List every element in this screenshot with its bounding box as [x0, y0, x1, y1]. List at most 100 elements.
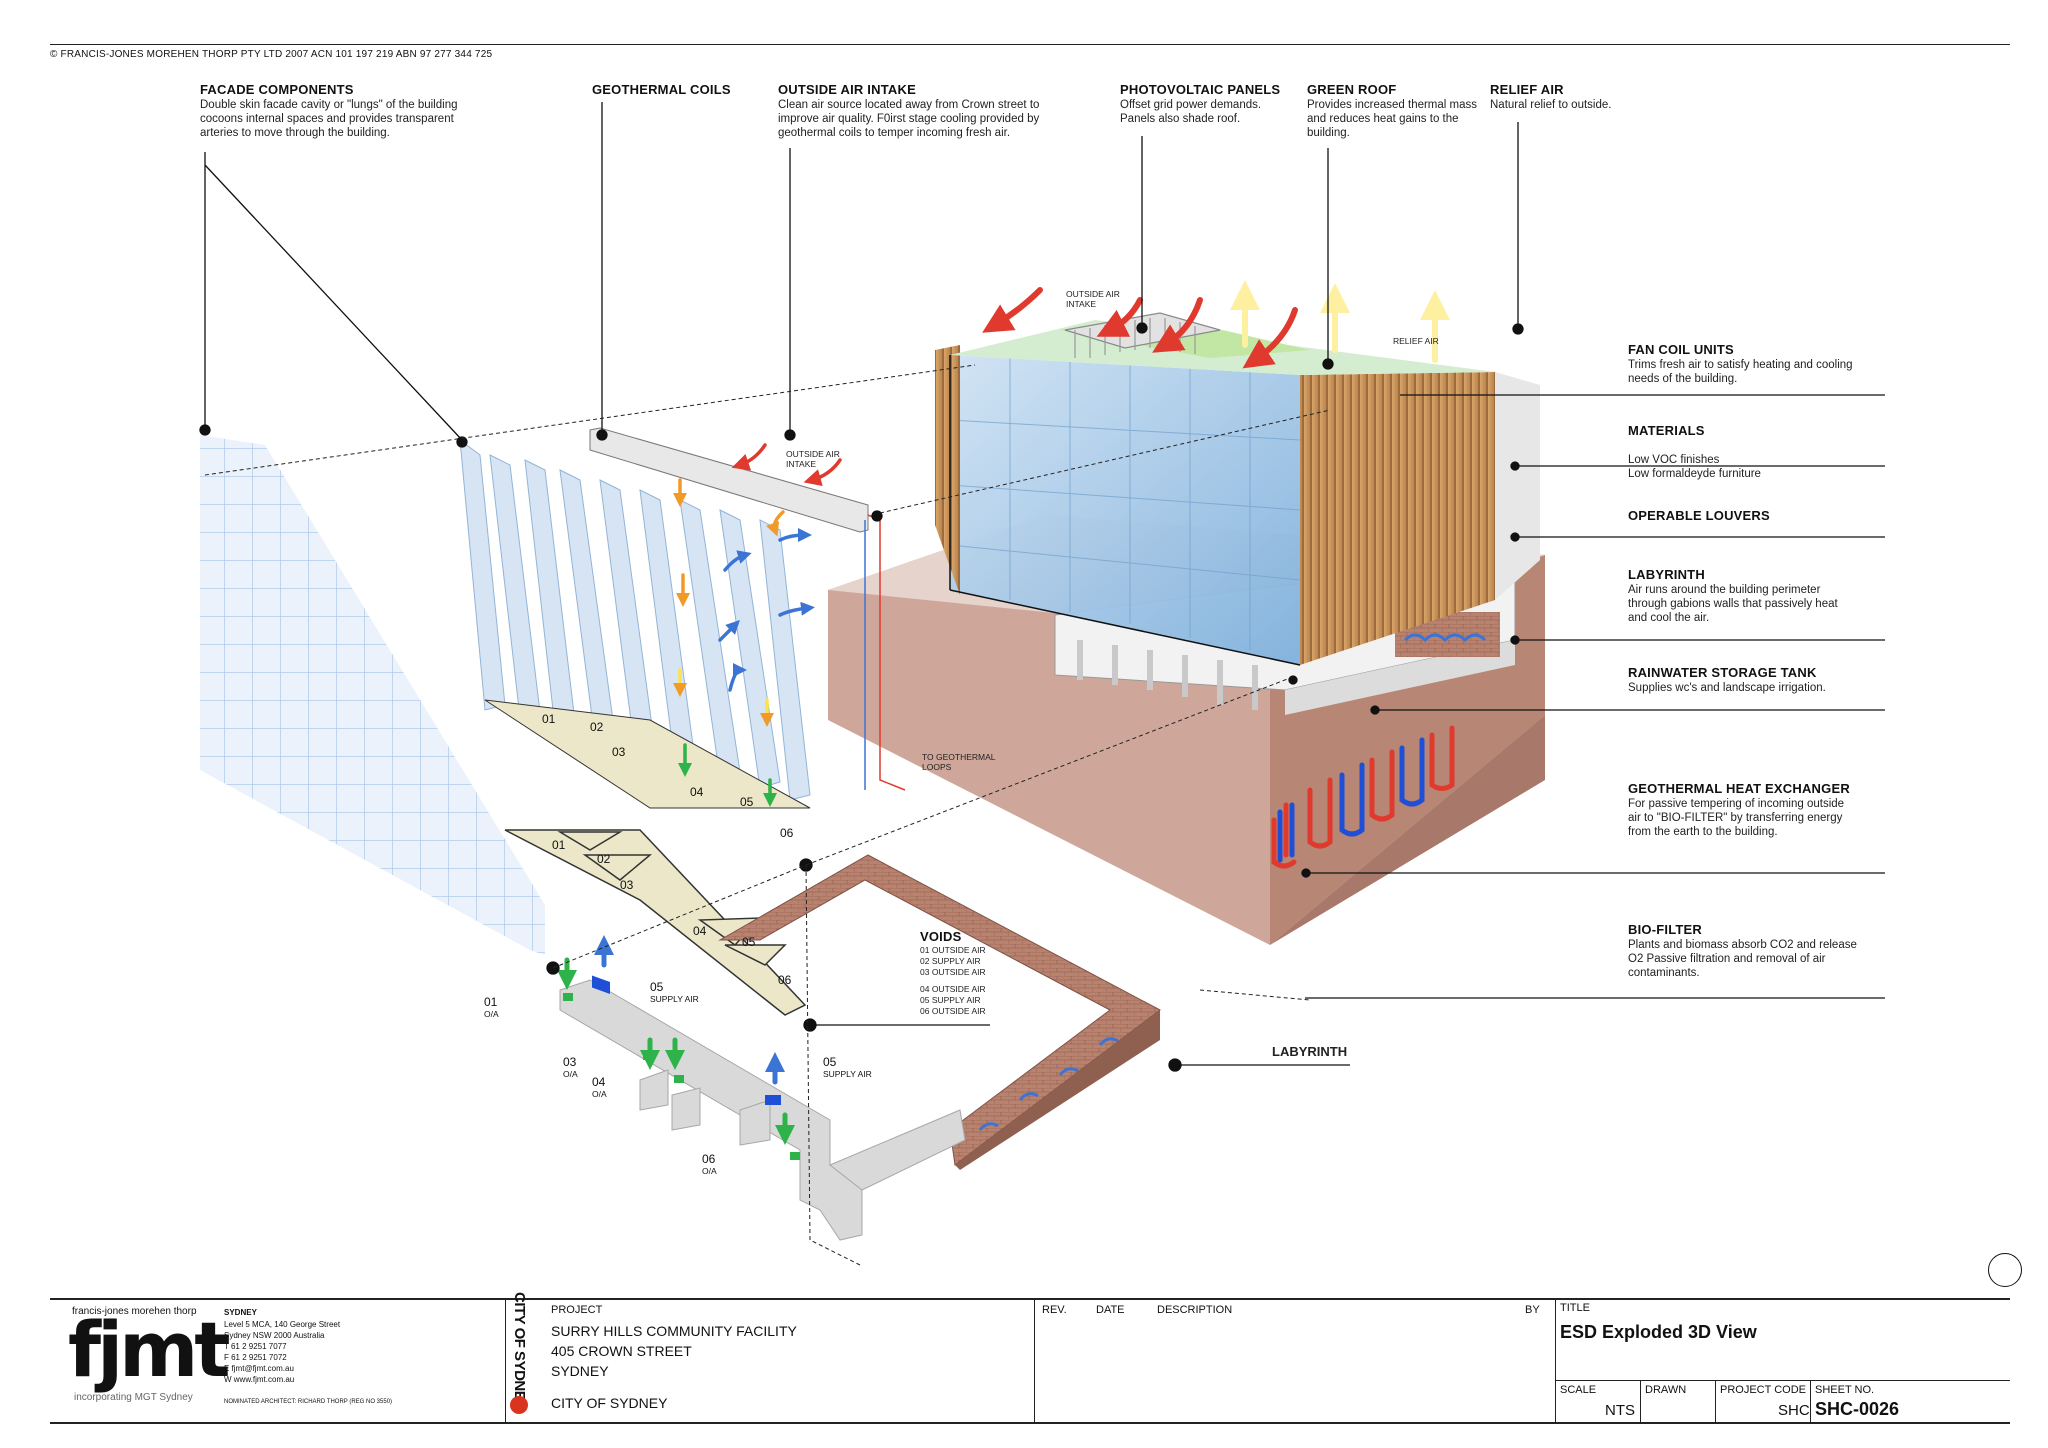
callout-green-roof: GREEN ROOF Provides increased thermal ma… — [1307, 83, 1477, 140]
titleblock-divider — [1810, 1380, 1811, 1422]
titleblock-top-line — [50, 1298, 2010, 1300]
city-logo-text: CITY OF SYDNEY — [511, 1292, 528, 1404]
callout-body: Natural relief to outside. — [1490, 99, 1612, 111]
scale-label: SCALE — [1560, 1384, 1597, 1396]
coil-air-arrows — [673, 443, 842, 807]
logo-sub: incorporating MGT Sydney — [74, 1392, 193, 1403]
callout-body: Double skin facade cavity or "lungs" of … — [200, 99, 458, 139]
voids-line: 04 OUTSIDE AIR — [920, 984, 986, 994]
callout-title: LABYRINTH — [1628, 567, 1705, 582]
callout-body: Plants and biomass absorb CO2 and releas… — [1628, 939, 1857, 979]
project-line: 405 CROWN STREET — [551, 1343, 692, 1359]
address-line: Sydney NSW 2000 Australia — [224, 1331, 325, 1340]
zone-number: 05 — [742, 935, 756, 949]
callout-title: OPERABLE LOUVERS — [1628, 508, 1770, 523]
duct-colour-blocks — [563, 975, 800, 1160]
duct-number: 03 — [563, 1055, 577, 1069]
project-line: SYDNEY — [551, 1363, 609, 1379]
project-label: PROJECT — [551, 1304, 603, 1316]
titleblock-divider — [1555, 1380, 2010, 1381]
main-building — [935, 318, 1540, 666]
callout-body: Air runs around the building perimeter t… — [1628, 584, 1838, 624]
label-outside-air-intake-coil: OUTSIDE AIR INTAKE — [786, 449, 840, 469]
callout-body: Offset grid power demands. Panels also s… — [1120, 99, 1262, 125]
copyright-text: © FRANCIS-JONES MOREHEN THORP PTY LTD 20… — [50, 49, 493, 60]
label-outside-air-intake-roof: OUTSIDE AIR INTAKE — [1066, 289, 1120, 309]
rev-label: REV. — [1042, 1304, 1067, 1316]
voids-line: 05 SUPPLY AIR — [920, 995, 981, 1005]
leader-lines — [199, 102, 1885, 1072]
top-border-line — [50, 44, 2010, 45]
duct-system — [559, 979, 966, 1241]
zone-number: 06 — [780, 826, 794, 840]
zone-number: 01 — [552, 838, 566, 852]
callout-body: Low VOC finishes Low formaldeyde furnitu… — [1628, 454, 1761, 480]
callout-fan-coil-units: FAN COIL UNITS Trims fresh air to satisf… — [1628, 343, 1858, 386]
duct-number: 05 — [823, 1055, 837, 1069]
callout-relief-air: RELIEF AIR Natural relief to outside. — [1490, 83, 1660, 112]
triangle-module — [504, 829, 807, 1016]
callout-title: PHOTOVOLTAIC PANELS — [1120, 82, 1281, 97]
duct-sub: O/A — [702, 1166, 717, 1176]
facade-fins — [459, 438, 811, 801]
callout-operable-louvers: OPERABLE LOUVERS — [1628, 509, 1858, 524]
city-logo-emblem-icon — [510, 1396, 528, 1414]
titleblock-divider — [1034, 1298, 1035, 1422]
callout-body: Clean air source located away from Crown… — [778, 99, 1040, 139]
firm-name: francis-jones morehen thorp — [72, 1306, 197, 1317]
zone-number: 01 — [542, 712, 556, 726]
sheet-no-label: SHEET NO. — [1815, 1384, 1875, 1396]
outer-facade-grid — [200, 435, 545, 955]
callout-labyrinth: LABYRINTH Air runs around the building p… — [1628, 568, 1858, 625]
titleblock-divider — [1715, 1380, 1716, 1422]
duct-sub: O/A — [563, 1069, 578, 1079]
voids-line: 03 OUTSIDE AIR — [920, 967, 986, 977]
callout-facade-components: FACADE COMPONENTS Double skin facade cav… — [200, 83, 490, 140]
zone-number: 05 — [740, 795, 754, 809]
zone-number: 04 — [690, 785, 704, 799]
client-name: CITY OF SYDNEY — [551, 1395, 668, 1411]
zone-number: 06 — [778, 973, 792, 987]
callout-title: OUTSIDE AIR INTAKE — [778, 82, 916, 97]
duct-sub: O/A — [484, 1009, 499, 1019]
callout-title: MATERIALS — [1628, 423, 1705, 438]
titleblock-divider — [1640, 1380, 1641, 1422]
label-to-geothermal-loops: TO GEOTHERMAL LOOPS — [922, 752, 996, 772]
callout-title: GEOTHERMAL HEAT EXCHANGER — [1628, 781, 1850, 796]
callout-photovoltaic-panels: PHOTOVOLTAIC PANELS Offset grid power de… — [1120, 83, 1295, 126]
zone-number: 02 — [597, 852, 611, 866]
title-label: TITLE — [1560, 1302, 1590, 1314]
callout-materials: MATERIALS Low VOC finishes Low formaldey… — [1628, 410, 1858, 481]
voids-line: 01 OUTSIDE AIR — [920, 945, 986, 955]
voids-title: VOIDS — [920, 929, 962, 944]
duct-number: 04 — [592, 1075, 606, 1089]
titleblock-bottom-line — [50, 1422, 2010, 1424]
zone-number: 02 — [590, 720, 604, 734]
titleblock-divider — [1555, 1298, 1556, 1422]
callout-rainwater-storage-tank: RAINWATER STORAGE TANK Supplies wc's and… — [1628, 666, 1868, 695]
callout-geothermal-heat-exchanger: GEOTHERMAL HEAT EXCHANGER For passive te… — [1628, 782, 1858, 839]
city-of-sydney-logo: CITY OF SYDNEY — [508, 1292, 530, 1404]
sheet-no-value: SHC-0026 — [1815, 1399, 1900, 1419]
address-line: F 61 2 9251 7072 — [224, 1353, 287, 1362]
callout-bio-filter: BIO-FILTER Plants and biomass absorb CO2… — [1628, 923, 1858, 980]
geothermal-loops — [1271, 725, 1455, 869]
address-line: E fjmt@fjmt.com.au — [224, 1364, 294, 1373]
callout-title: FACADE COMPONENTS — [200, 82, 354, 97]
callout-title: FAN COIL UNITS — [1628, 342, 1734, 357]
callout-outside-air-intake: OUTSIDE AIR INTAKE Clean air source loca… — [778, 83, 1060, 140]
zone-number: 04 — [693, 924, 707, 938]
project-code-value: SHC — [1778, 1402, 1810, 1419]
callout-title: RAINWATER STORAGE TANK — [1628, 665, 1817, 680]
callout-body: Supplies wc's and landscape irrigation. — [1628, 682, 1826, 694]
north-point-circle — [1988, 1253, 2022, 1287]
duct-number: 01 — [484, 995, 498, 1009]
duct-arrows — [557, 935, 795, 1145]
zone-number: 03 — [620, 878, 634, 892]
project-code-label: PROJECT CODE — [1720, 1384, 1806, 1396]
